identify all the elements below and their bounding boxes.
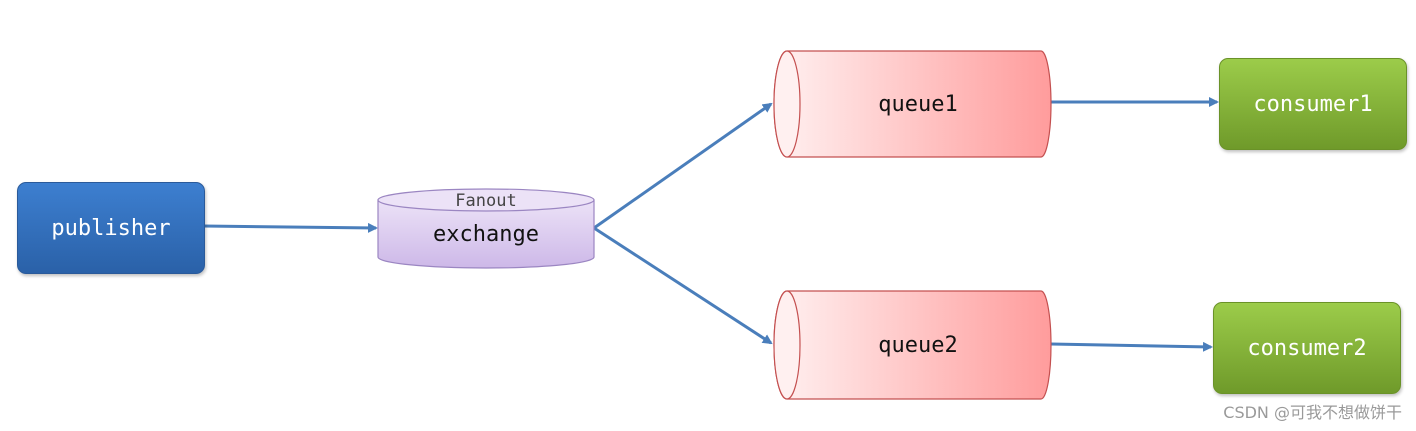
edge-publisher-exchange <box>202 222 378 233</box>
watermark: CSDN @可我不想做饼干 <box>1223 403 1402 422</box>
edge-exchange-queue2 <box>593 226 773 345</box>
queue2-node: queue2 <box>773 290 1052 400</box>
consumer2-label: consumer2 <box>1247 335 1367 361</box>
consumer1-node: consumer1 <box>1219 58 1407 150</box>
consumer2-node: consumer2 <box>1213 302 1401 394</box>
edge-exchange-queue1 <box>593 102 773 230</box>
publisher-node: publisher <box>17 182 205 274</box>
exchange-type-label: Fanout <box>455 191 516 211</box>
publisher-label: publisher <box>51 215 171 241</box>
consumer1-label: consumer1 <box>1253 91 1373 117</box>
edge-queue2-consumer2 <box>1050 341 1213 352</box>
exchange-node: Fanout exchange <box>377 188 595 269</box>
queue1-node: queue1 <box>773 50 1052 158</box>
queue2-label: queue2 <box>878 333 957 358</box>
queue1-label: queue1 <box>878 92 957 117</box>
exchange-label: exchange <box>433 222 539 247</box>
